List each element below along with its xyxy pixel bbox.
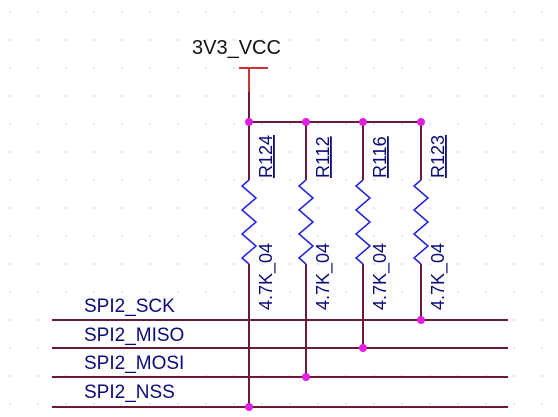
net-label-spi2-nss: SPI2_NSS xyxy=(84,382,175,403)
resistor-r112[interactable]: R112 4.7K_04 xyxy=(297,122,334,377)
resistor-designator: R116 xyxy=(370,136,390,178)
net-label-spi2-sck: SPI2_SCK xyxy=(84,296,175,317)
grid-dots xyxy=(9,11,543,405)
junction-dot xyxy=(302,373,310,381)
resistor-r116[interactable]: R116 4.7K_04 xyxy=(354,122,391,348)
junction-dot xyxy=(359,344,367,352)
junction-dot xyxy=(302,118,310,126)
junction-dot xyxy=(245,118,253,126)
resistor-designator: R112 xyxy=(313,136,333,178)
resistor-r124[interactable]: R124 4.7K_04 xyxy=(240,122,277,407)
resistor-value: 4.7K_04 xyxy=(256,243,277,310)
resistor-value: 4.7K_04 xyxy=(370,243,391,310)
resistor-designator: R123 xyxy=(428,135,448,178)
junction-dot xyxy=(245,403,253,411)
resistor-value: 4.7K_04 xyxy=(428,243,449,310)
junction-dot xyxy=(417,118,425,126)
net-label-spi2-miso: SPI2_MISO xyxy=(84,325,184,346)
junction-dot xyxy=(417,316,425,324)
junction-dot xyxy=(359,118,367,126)
net-label-spi2-mosi: SPI2_MOSI xyxy=(84,353,184,374)
resistor-r123[interactable]: R123 4.7K_04 xyxy=(412,122,449,320)
resistor-value: 4.7K_04 xyxy=(313,243,334,310)
resistor-designator: R124 xyxy=(256,135,276,178)
power-label: 3V3_VCC xyxy=(192,37,281,59)
